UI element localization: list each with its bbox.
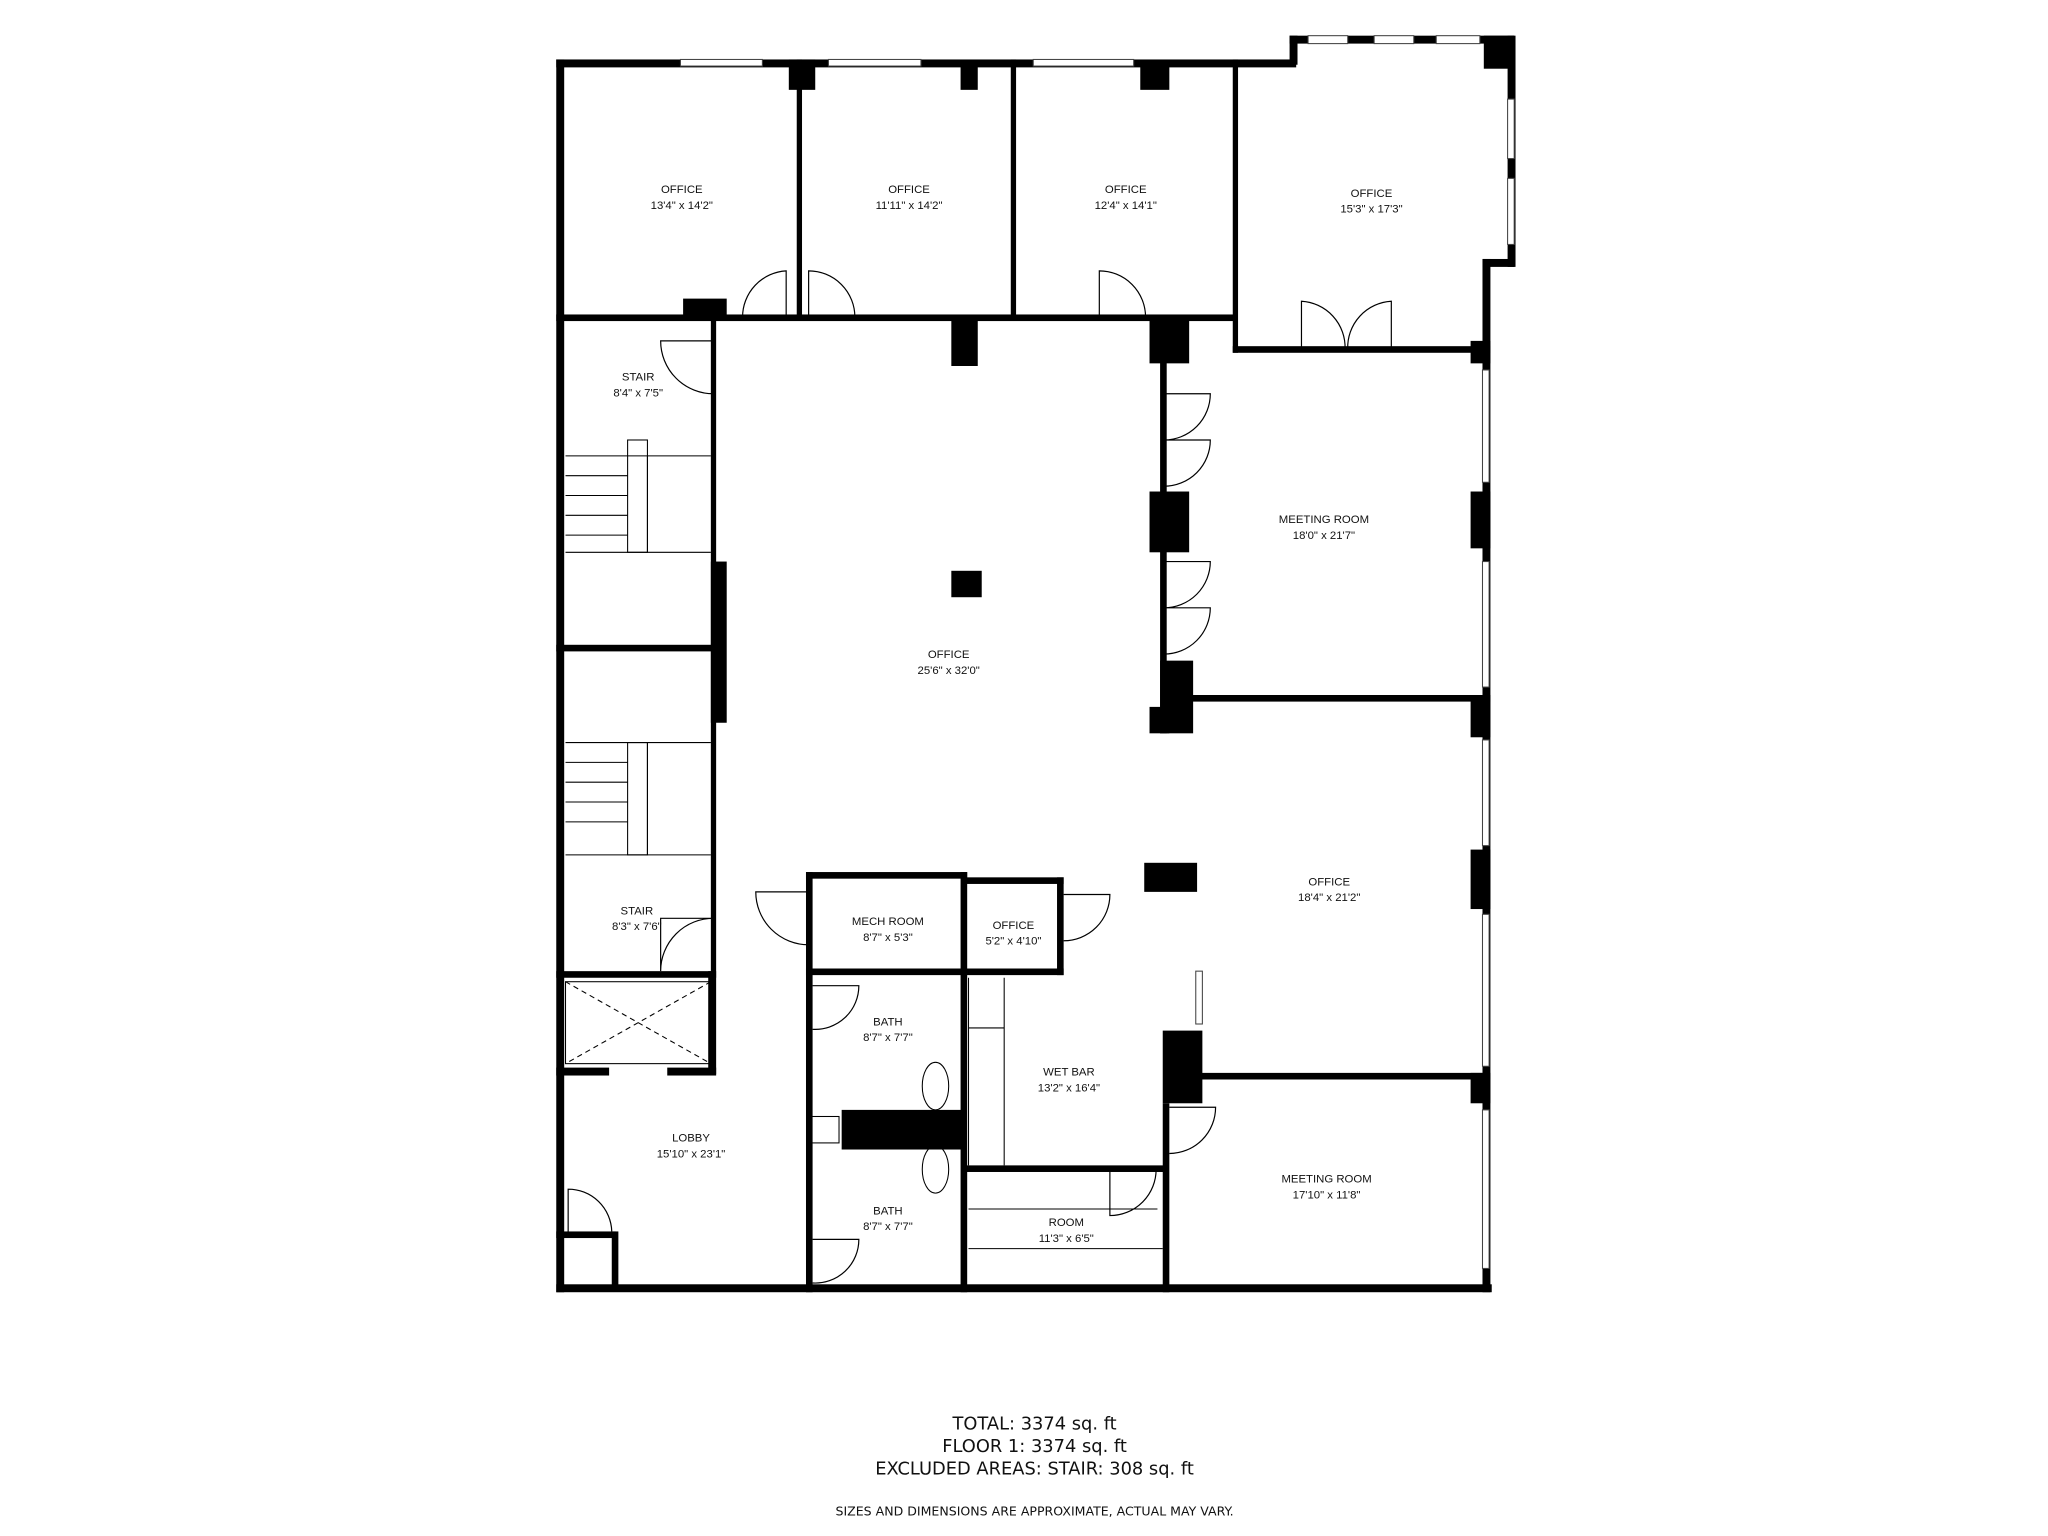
- room-name: OFFICE: [928, 649, 970, 661]
- room-name: STAIR: [621, 905, 654, 917]
- area-summary: TOTAL: 3374 sq. ft FLOOR 1: 3374 sq. ft …: [835, 1414, 1233, 1519]
- room-dims: 13'2" x 16'4": [1038, 1082, 1100, 1094]
- room-name: OFFICE: [1351, 188, 1393, 200]
- room-name: OFFICE: [1105, 184, 1147, 196]
- room-name: MEETING ROOM: [1279, 514, 1369, 526]
- room-name: OFFICE: [993, 920, 1035, 932]
- room-dims: 5'2" x 4'10": [985, 936, 1041, 948]
- room-name: STAIR: [622, 372, 655, 384]
- room-dims: 8'7" x 7'7": [863, 1221, 913, 1233]
- room-dims: 18'0" x 21'7": [1293, 530, 1355, 542]
- room-dims: 13'4" x 14'2": [651, 200, 713, 212]
- floor-area: FLOOR 1: 3374 sq. ft: [942, 1436, 1127, 1457]
- room-dims: 15'10" x 23'1": [657, 1148, 726, 1160]
- room-dims: 25'6" x 32'0": [918, 665, 980, 677]
- excluded-area: EXCLUDED AREAS: STAIR: 308 sq. ft: [875, 1459, 1194, 1480]
- total-area: TOTAL: 3374 sq. ft: [951, 1414, 1116, 1435]
- room-name: LOBBY: [672, 1133, 710, 1145]
- walls: [556, 35, 1516, 1293]
- disclaimer: SIZES AND DIMENSIONS ARE APPROXIMATE, AC…: [835, 1504, 1233, 1519]
- room-name: MECH ROOM: [852, 916, 924, 928]
- room-dims: 8'7" x 5'3": [863, 932, 913, 944]
- room-dims: 8'4" x 7'5": [613, 387, 663, 399]
- room-labels: OFFICE 13'4" x 14'2" OFFICE 11'11" x 14'…: [612, 184, 1403, 1245]
- windows: [679, 35, 1515, 1269]
- room-name: OFFICE: [661, 184, 703, 196]
- room-name: BATH: [873, 1205, 902, 1217]
- room-name: OFFICE: [1308, 876, 1350, 888]
- room-dims: 8'3" x 7'6": [612, 921, 662, 933]
- room-dims: 12'4" x 14'1": [1095, 200, 1157, 212]
- room-dims: 17'10" x 11'8": [1293, 1189, 1361, 1201]
- room-dims: 11'11" x 14'2": [876, 200, 943, 212]
- room-dims: 11'3" x 6'5": [1039, 1233, 1094, 1245]
- room-name: ROOM: [1049, 1217, 1084, 1229]
- doors: [564, 270, 1392, 1284]
- room-name: OFFICE: [888, 184, 930, 196]
- room-name: MEETING ROOM: [1281, 1174, 1371, 1186]
- room-name: BATH: [873, 1016, 902, 1028]
- room-dims: 15'3" x 17'3": [1340, 204, 1402, 216]
- room-name: WET BAR: [1043, 1067, 1095, 1079]
- room-dims: 8'7" x 7'7": [863, 1032, 913, 1044]
- room-dims: 18'4" x 21'2": [1298, 892, 1360, 904]
